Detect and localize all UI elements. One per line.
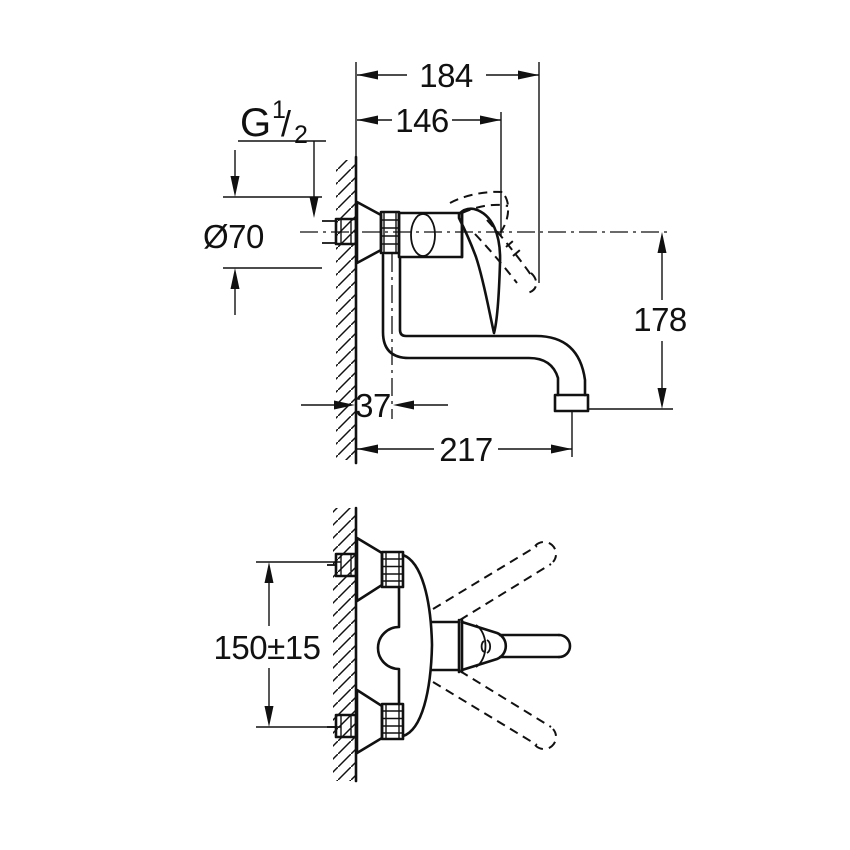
dimension-connection-distance: 150±15 [214, 561, 341, 728]
dimension-total-depth: 184 [357, 57, 540, 283]
dimension-handle-depth: 146 [357, 102, 502, 236]
lever-swivel-dashed-plan [432, 540, 558, 751]
thread-label-denominator: 2 [294, 121, 308, 149]
upper-escutcheon-cone [355, 536, 384, 603]
dim-label-spout-offset: 37 [355, 387, 391, 424]
wall-hatching-side [336, 160, 356, 460]
thread-label-numerator: 1 [272, 96, 286, 124]
dim-label-spout-drop: 178 [633, 301, 687, 338]
lever-joint-slot [480, 639, 492, 654]
body-outline-plan [401, 553, 434, 738]
lower-escutcheon-cone [355, 688, 384, 755]
handle-swivel-dashed-side [449, 190, 538, 294]
upper-nut [380, 550, 405, 589]
dimension-spout-drop: 178 [587, 232, 687, 410]
lever-rod-end-cap [557, 633, 572, 659]
cartridge-block-plan [430, 618, 508, 674]
wall-hatching-plan [333, 508, 356, 781]
dim-label-escutcheon-diameter: Ø70 [203, 218, 264, 255]
lower-nut [380, 702, 405, 741]
supply-stub-lines [322, 220, 336, 244]
dimension-thread-size: G 1 / 2 [238, 96, 326, 218]
dim-label-connection-distance: 150±15 [214, 629, 321, 666]
faucet-side [322, 190, 590, 413]
thread-label-slash: / [281, 103, 291, 144]
dim-label-spout-reach: 217 [439, 431, 493, 468]
dimension-spout-offset: 37 [301, 387, 448, 424]
dimension-spout-reach: 217 [357, 412, 573, 468]
body-inner-profile-plan [376, 585, 401, 706]
thread-leader-line [238, 140, 326, 198]
lever-handle-side [457, 207, 502, 335]
faucet-plan [327, 536, 572, 755]
side-view: 184 146 G 1 / 2 Ø70 [203, 57, 687, 468]
wall-section-plan [333, 506, 358, 783]
dim-label-handle-depth: 146 [395, 102, 449, 139]
connection-nut-side [379, 210, 401, 255]
union-square-inner [340, 219, 352, 244]
dim-label-total-depth: 184 [419, 57, 473, 94]
aerator [553, 393, 590, 413]
cap-dome-arc [475, 624, 487, 668]
thread-label-prefix: G [240, 101, 271, 145]
spout-side [381, 253, 590, 413]
handle-cap-plan [460, 620, 508, 672]
plan-view: 150±15 [214, 506, 572, 783]
centerlines-side [300, 231, 672, 419]
upper-union [327, 536, 405, 603]
lever-rod-plan [498, 633, 572, 659]
cartridge-dome-side [410, 213, 436, 257]
dimension-escutcheon-diameter: Ø70 [203, 150, 322, 315]
